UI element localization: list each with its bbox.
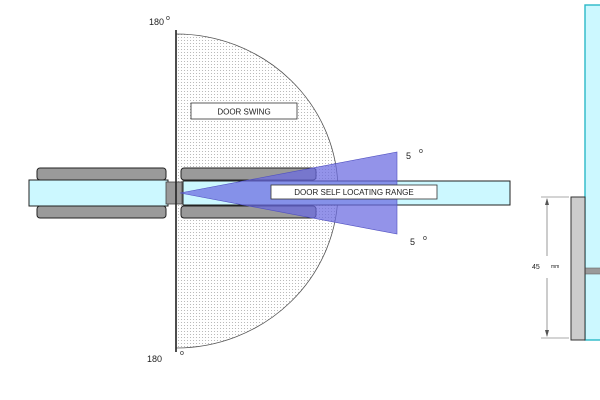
door-swing-label: DOOR SWING — [217, 108, 270, 117]
side-view-hinge-stripe — [584, 267, 600, 275]
door-swing-label-box — [190, 102, 298, 120]
angle-top-degree: o — [166, 15, 170, 22]
angle-top-value: 180 — [149, 17, 164, 27]
left-clamp-bottom — [36, 205, 167, 219]
dimension-value: 45 — [532, 264, 540, 271]
angle-right-top-degree: o — [419, 148, 423, 155]
angle-right-bottom-value: 5 — [410, 237, 415, 247]
left-glass-panel — [28, 179, 169, 207]
self-locating-label-box — [270, 184, 438, 200]
side-view-clamp — [570, 196, 586, 341]
dimension-arrow-bottom — [545, 330, 549, 337]
left-clamp-top — [36, 167, 167, 181]
side-view-glass — [584, 4, 600, 341]
angle-bottom-value: 180 — [147, 354, 162, 364]
angle-right-top-value: 5 — [406, 151, 411, 161]
self-locating-label: DOOR SELF LOCATING RANGE — [294, 188, 413, 197]
hinge-pivot — [165, 181, 183, 205]
dimension-unit: mm — [551, 264, 559, 270]
angle-right-bottom-degree: o — [423, 235, 427, 242]
angle-bottom-degree: o — [180, 350, 184, 357]
dimension-arrow-top — [545, 198, 549, 205]
